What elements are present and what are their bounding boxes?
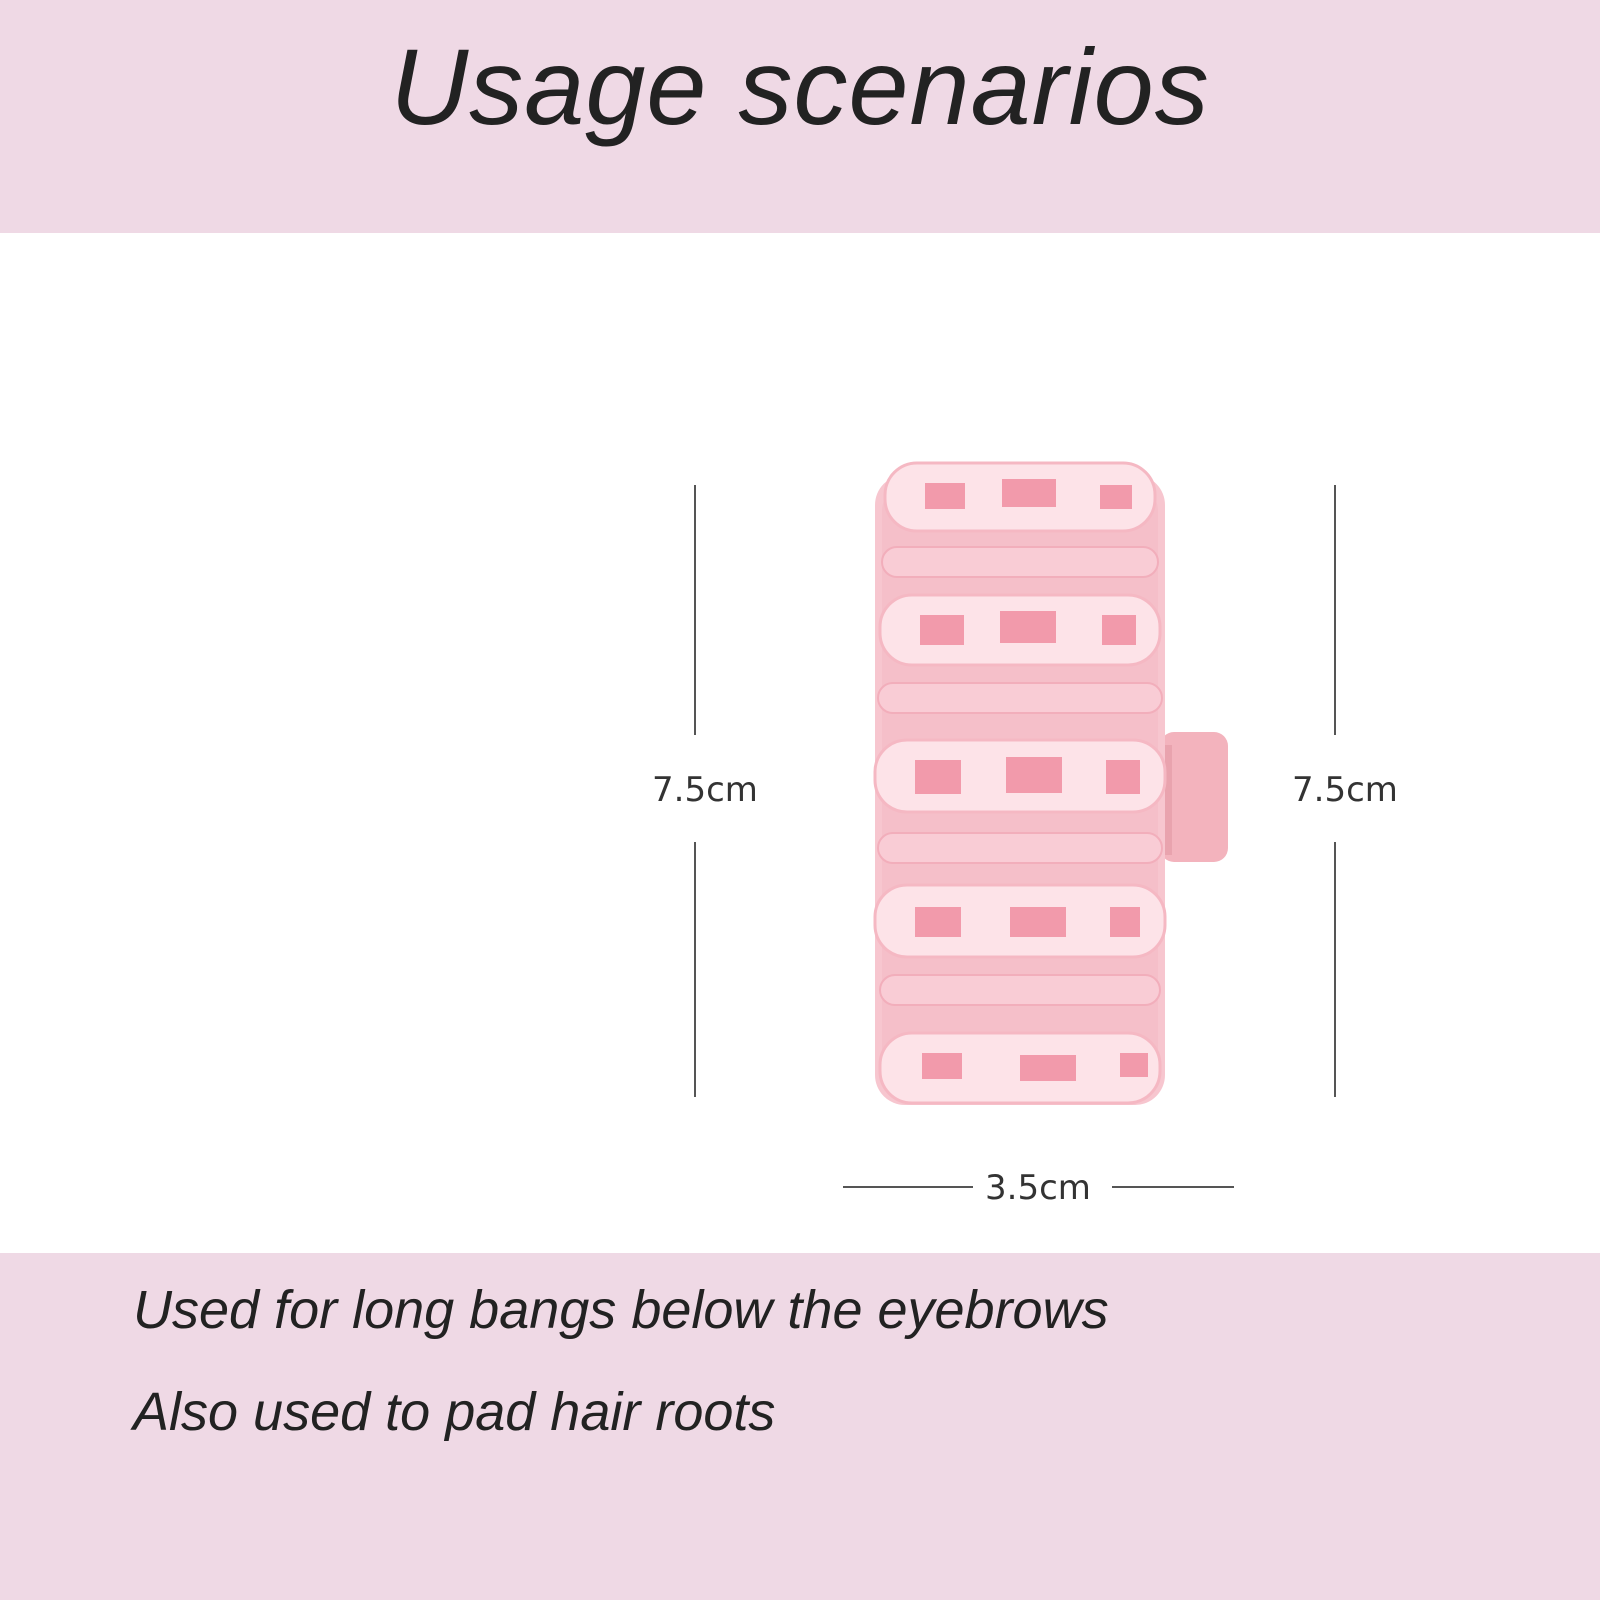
height-label-left: 7.5cm [652, 770, 758, 810]
height-line-right-bottom [1334, 842, 1336, 1097]
clip-tab-icon [1160, 732, 1228, 862]
width-line-right [1112, 1186, 1234, 1188]
height-line-left-top [694, 485, 696, 735]
height-line-left-bottom [694, 842, 696, 1097]
product-stage [0, 233, 1600, 1253]
description-line-2: Also used to pad hair roots [133, 1382, 776, 1442]
width-line-left [843, 1186, 973, 1188]
header-band [0, 0, 1600, 233]
hair-roller-clip-icon [873, 461, 1228, 1105]
height-line-right-top [1334, 485, 1336, 735]
description-line-1: Used for long bangs below the eyebrows [133, 1280, 1109, 1340]
width-label: 3.5cm [985, 1168, 1091, 1208]
height-label-right: 7.5cm [1292, 770, 1398, 810]
page-title: Usage scenarios [390, 26, 1210, 147]
description-band [0, 1253, 1600, 1600]
